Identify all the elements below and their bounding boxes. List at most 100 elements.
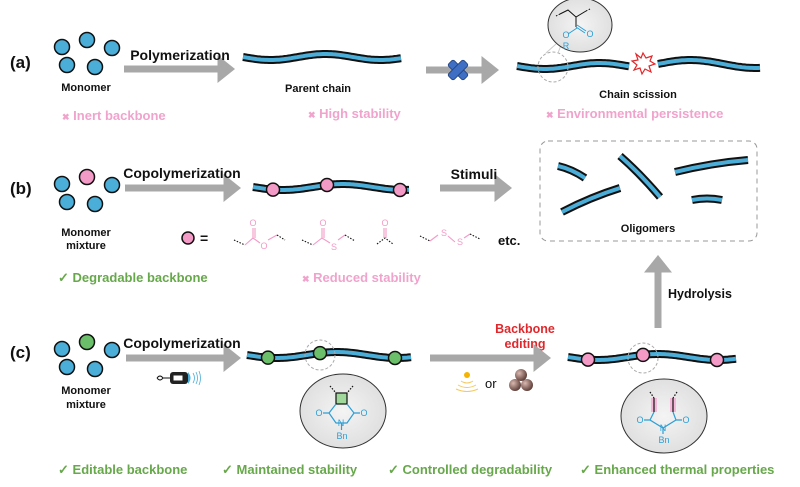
uv-lamp-icon bbox=[156, 370, 201, 386]
atom-s: S bbox=[331, 242, 337, 252]
oligomer-fragments bbox=[557, 152, 749, 216]
atom-bn: Bn bbox=[658, 435, 669, 445]
atom-o: O bbox=[636, 415, 643, 425]
copolymerization-label-c: Copolymerization bbox=[123, 335, 240, 351]
ketone-linkage-structure bbox=[376, 228, 394, 245]
atom-s: S bbox=[441, 228, 447, 238]
monomer-icon bbox=[86, 58, 104, 76]
atom-n: N bbox=[660, 423, 667, 433]
monomer-label-a: Monomer bbox=[61, 82, 111, 94]
monomer-icon bbox=[58, 56, 76, 74]
oligomer-core bbox=[674, 158, 749, 174]
atom-o: O bbox=[586, 29, 593, 39]
oligomer-core bbox=[618, 154, 662, 199]
thioester-linkage-structure bbox=[301, 228, 356, 246]
stimuli-label: Stimuli bbox=[451, 166, 498, 182]
monomer-icon bbox=[78, 168, 96, 186]
benefit-controlled-degradability: ✓ Controlled degradability bbox=[388, 462, 553, 477]
drawback-inert-backbone: ✖ Inert backbone bbox=[62, 108, 166, 123]
monomer-icon bbox=[58, 193, 76, 211]
atom-bn: Bn bbox=[336, 431, 347, 441]
monomer-icon bbox=[103, 39, 121, 57]
chain-core bbox=[242, 52, 402, 62]
x-icon bbox=[447, 59, 469, 81]
degradable-copolymer-chain bbox=[252, 177, 409, 198]
atom-o: O bbox=[682, 415, 689, 425]
benefit-enhanced-thermal-properties: ✓ Enhanced thermal properties bbox=[580, 462, 774, 477]
parent-chain-label: Parent chain bbox=[285, 83, 351, 95]
monomer-group-c bbox=[53, 333, 121, 378]
zoom-region-circle bbox=[627, 342, 659, 374]
atom-o: O bbox=[315, 408, 322, 418]
chain-unit bbox=[392, 182, 408, 198]
atom-o: O bbox=[260, 241, 267, 251]
oligomer-core bbox=[691, 196, 723, 202]
atom-o: O bbox=[360, 408, 367, 418]
light-irradiation-icon bbox=[455, 372, 479, 392]
oligomers-box bbox=[539, 140, 758, 242]
monomer-icon bbox=[86, 195, 104, 213]
monomer-icon bbox=[53, 175, 71, 193]
monomer-group-b bbox=[53, 168, 121, 213]
advantage-degradable-backbone: ✓ Degradable backbone bbox=[58, 270, 208, 285]
monomer-icon bbox=[53, 38, 71, 56]
chain-unit bbox=[387, 350, 403, 366]
chain-unit bbox=[635, 347, 651, 363]
equals-sign: = bbox=[200, 230, 208, 246]
atom-o: O bbox=[562, 30, 569, 40]
monomer-group-a bbox=[53, 31, 121, 76]
chain-core bbox=[657, 58, 761, 70]
or-label: or bbox=[485, 376, 497, 391]
drawback-high-stability: ✖ High stability bbox=[308, 106, 402, 121]
opened-imide-structure: O O N Bn bbox=[636, 391, 690, 445]
atom-n: N bbox=[338, 418, 345, 428]
scission-burst-icon bbox=[630, 51, 657, 76]
chain-unit bbox=[709, 352, 725, 368]
monomer-icon bbox=[58, 358, 76, 376]
oligomer-core bbox=[561, 186, 621, 214]
zoom-region-circle bbox=[304, 339, 336, 371]
benefit-maintained-stability: ✓ Maintained stability bbox=[222, 462, 358, 477]
chain-unit bbox=[580, 352, 596, 367]
atom-o: O bbox=[381, 218, 388, 228]
panel-a-label: (a) bbox=[10, 53, 31, 72]
drawback-environmental-persistence: ✖ Environmental persistence bbox=[546, 106, 723, 121]
chain-unit bbox=[260, 350, 276, 365]
chain-scission-label: Chain scission bbox=[599, 89, 677, 101]
edited-copolymer-chain bbox=[567, 347, 737, 368]
chain-unit bbox=[265, 182, 281, 197]
monomer-icon bbox=[78, 31, 96, 49]
atom-o: O bbox=[319, 218, 326, 228]
chain-core bbox=[567, 352, 737, 362]
oligomers-label: Oligomers bbox=[621, 223, 675, 235]
oligomer-core bbox=[557, 164, 587, 180]
ester-side-chain-structure: O O R bbox=[555, 8, 594, 51]
parent-chain bbox=[242, 50, 402, 64]
editable-copolymer-chain bbox=[246, 345, 412, 366]
hydrolysis-label: Hydrolysis bbox=[668, 287, 732, 301]
chain-unit bbox=[319, 177, 335, 193]
etc-label: etc. bbox=[498, 233, 520, 248]
catalyst-spheres-icon bbox=[509, 369, 533, 391]
cyclobutane-imide-structure: O O N Bn bbox=[315, 385, 368, 441]
imide-zoom-magnifier bbox=[620, 378, 708, 454]
ester-zoom-magnifier bbox=[547, 0, 613, 53]
benefit-editable-backbone: ✓ Editable backbone bbox=[58, 462, 187, 477]
monomer-icon bbox=[103, 176, 121, 194]
chain-core bbox=[516, 61, 630, 71]
panel-c-label: (c) bbox=[10, 343, 31, 362]
monomer-icon bbox=[78, 333, 96, 351]
cyclobutane-zoom-magnifier bbox=[299, 373, 387, 449]
polymerization-label: Polymerization bbox=[130, 47, 230, 63]
zoom-region-circle bbox=[537, 51, 569, 83]
monomer-icon bbox=[53, 340, 71, 358]
monomer-icon bbox=[103, 341, 121, 359]
copolymerization-label-b: Copolymerization bbox=[123, 165, 240, 181]
chain-unit bbox=[312, 345, 328, 361]
panel-b-label: (b) bbox=[10, 179, 32, 198]
disulfide-linkage-structure bbox=[419, 233, 481, 243]
